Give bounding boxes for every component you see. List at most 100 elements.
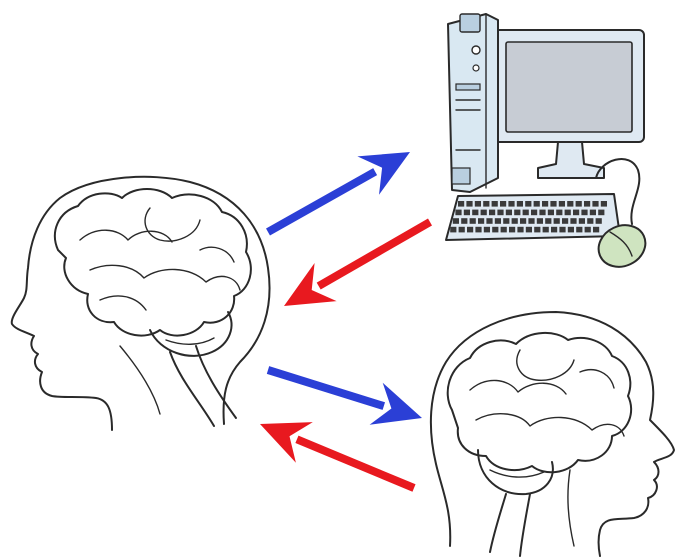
keyboard-key xyxy=(554,218,560,224)
right-brainstem-icon xyxy=(490,494,530,556)
arrow-from-right-head-shaft xyxy=(297,439,414,488)
keyboard-key xyxy=(592,201,598,207)
desktop-computer-icon xyxy=(446,14,652,274)
keyboard-key xyxy=(495,218,501,224)
arrow-layer xyxy=(260,152,430,488)
keyboard-key xyxy=(478,218,484,224)
keyboard-key xyxy=(481,210,487,216)
keyboard-key xyxy=(509,227,515,233)
keyboard-key xyxy=(581,210,587,216)
keyboard-key xyxy=(466,201,472,207)
keyboard-key xyxy=(562,218,568,224)
keyboard-key xyxy=(531,210,537,216)
left-brain-fold-3 xyxy=(90,265,240,290)
monitor-stand xyxy=(538,142,604,178)
left-brain-fold-1 xyxy=(80,230,172,242)
keyboard-key xyxy=(545,218,551,224)
right-brain-fold-2 xyxy=(517,350,574,380)
keyboard-key xyxy=(506,210,512,216)
keyboard-key xyxy=(497,210,503,216)
keyboard-key xyxy=(534,201,540,207)
monitor-screen xyxy=(506,42,632,132)
keyboard-key xyxy=(459,227,465,233)
keyboard-key xyxy=(596,218,602,224)
keyboard-key xyxy=(543,227,549,233)
keyboard-key xyxy=(576,227,582,233)
keyboard-key xyxy=(550,201,556,207)
keyboard-key xyxy=(551,227,557,233)
keyboard-key xyxy=(455,210,461,216)
keyboard-key xyxy=(573,210,579,216)
keyboard-key xyxy=(486,218,492,224)
keyboard-key xyxy=(517,227,523,233)
keyboard-key xyxy=(601,201,607,207)
keyboard-key xyxy=(492,201,498,207)
keyboard-key xyxy=(559,201,565,207)
keyboard-key xyxy=(565,210,571,216)
keyboard-key xyxy=(464,210,470,216)
keyboard-key xyxy=(514,210,520,216)
right-head-icon xyxy=(431,312,674,556)
keyboard-key xyxy=(508,201,514,207)
keyboard-key xyxy=(576,201,582,207)
keyboard-key xyxy=(537,218,543,224)
keyboard-key xyxy=(470,218,476,224)
arrow-to-computer-shaft xyxy=(268,172,375,232)
left-head-icon xyxy=(12,177,270,430)
tower-case xyxy=(448,14,498,192)
arrow-to-computer-icon xyxy=(268,152,410,232)
right-brain-fold-3 xyxy=(476,414,624,436)
keyboard-key xyxy=(548,210,554,216)
keyboard-key xyxy=(512,218,518,224)
keyboard-key xyxy=(534,227,540,233)
keyboard-icon xyxy=(446,194,620,240)
keyboard-key xyxy=(559,227,565,233)
keyboard-key xyxy=(567,201,573,207)
keyboard-key xyxy=(579,218,585,224)
keyboard-key xyxy=(584,201,590,207)
keyboard-key xyxy=(556,210,562,216)
keyboard-key xyxy=(503,218,509,224)
right-brain-fold-1 xyxy=(470,380,566,394)
keyboard-key xyxy=(453,218,459,224)
keyboard-key xyxy=(570,218,576,224)
keyboard-key xyxy=(593,227,599,233)
keyboard-key xyxy=(484,227,490,233)
arrow-from-computer-shaft xyxy=(319,222,430,286)
keyboard-key xyxy=(587,218,593,224)
keyboard-key xyxy=(461,218,467,224)
arrow-to-right-head-shaft xyxy=(268,370,384,406)
keyboard-key xyxy=(585,227,591,233)
left-brain-fold-5 xyxy=(200,247,234,262)
arrow-to-right-head-icon xyxy=(268,370,422,425)
left-brain-icon xyxy=(55,189,251,336)
keyboard-key xyxy=(568,227,574,233)
keyboard-key xyxy=(489,210,495,216)
keyboard-key xyxy=(542,201,548,207)
keyboard-key xyxy=(472,210,478,216)
keyboard-key xyxy=(523,210,529,216)
keyboard-key xyxy=(520,218,526,224)
keyboard-key xyxy=(492,227,498,233)
left-brain-fold-2 xyxy=(145,208,200,241)
left-brain-fold-4 xyxy=(100,296,146,310)
keyboard-key xyxy=(525,201,531,207)
keyboard-key xyxy=(458,201,464,207)
arrow-from-right-head-icon xyxy=(260,422,414,488)
keyboard-key xyxy=(528,218,534,224)
keyboard-key xyxy=(526,227,532,233)
right-brain-fold-4 xyxy=(580,370,614,388)
right-brain-icon xyxy=(448,333,631,472)
keyboard-key xyxy=(590,210,596,216)
keyboard-key xyxy=(450,227,456,233)
keyboard-key xyxy=(598,210,604,216)
keyboard-key xyxy=(539,210,545,216)
keyboard-key xyxy=(500,201,506,207)
arrow-from-computer-icon xyxy=(284,222,430,306)
keyboard-key xyxy=(501,227,507,233)
keyboard-key xyxy=(475,227,481,233)
keyboard-key xyxy=(475,201,481,207)
keyboard-key xyxy=(517,201,523,207)
power-button-icon xyxy=(472,46,480,54)
